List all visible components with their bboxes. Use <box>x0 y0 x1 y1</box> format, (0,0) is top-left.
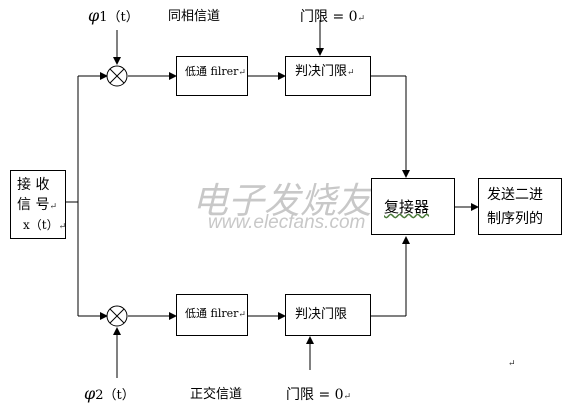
bottom-decision-label: 判决门限 <box>295 307 348 322</box>
bottom-lowpass-filter-box: 低通 filrer↵ <box>176 294 248 336</box>
receiver-line2: 信 号↵ <box>17 197 57 213</box>
top-lpf-label: 低通 filrer↵ <box>185 65 246 78</box>
receiver-line3: x（t）↵ <box>23 218 67 232</box>
quadrature-channel-label: 正交信道 <box>190 387 243 402</box>
top-mixer-icon <box>106 65 128 87</box>
top-decision-threshold-box: 判决门限↵ <box>285 56 371 96</box>
output-box: 发送二进 制序列的 <box>478 178 562 235</box>
multiplexer-box: 复接器 <box>371 178 455 235</box>
phi1-label: φ1（t） <box>88 6 139 25</box>
top-decision-label: 判决门限↵ <box>295 64 355 79</box>
bottom-lpf-label: 低通 filrer↵ <box>185 307 246 320</box>
stray-paragraph-mark: ↵ <box>508 359 516 369</box>
receiver-signal-box: 接 收 信 号↵ x（t）↵ <box>10 170 66 239</box>
threshold-top-label: 门限 = 0↵ <box>300 9 366 25</box>
output-line2: 制序列的 <box>487 211 543 227</box>
in-phase-channel-label: 同相信道 <box>168 9 221 24</box>
top-lowpass-filter-box: 低通 filrer↵ <box>176 56 248 96</box>
multiplexer-label: 复接器 <box>384 198 430 216</box>
phi2-label: φ2（t） <box>84 384 135 403</box>
receiver-line1: 接 收 <box>17 177 50 193</box>
output-line1: 发送二进 <box>487 187 543 203</box>
threshold-bottom-label: 门限 = 0↵ <box>286 387 352 403</box>
bottom-decision-threshold-box: 判决门限 <box>285 294 371 336</box>
bottom-mixer-icon <box>106 305 128 327</box>
